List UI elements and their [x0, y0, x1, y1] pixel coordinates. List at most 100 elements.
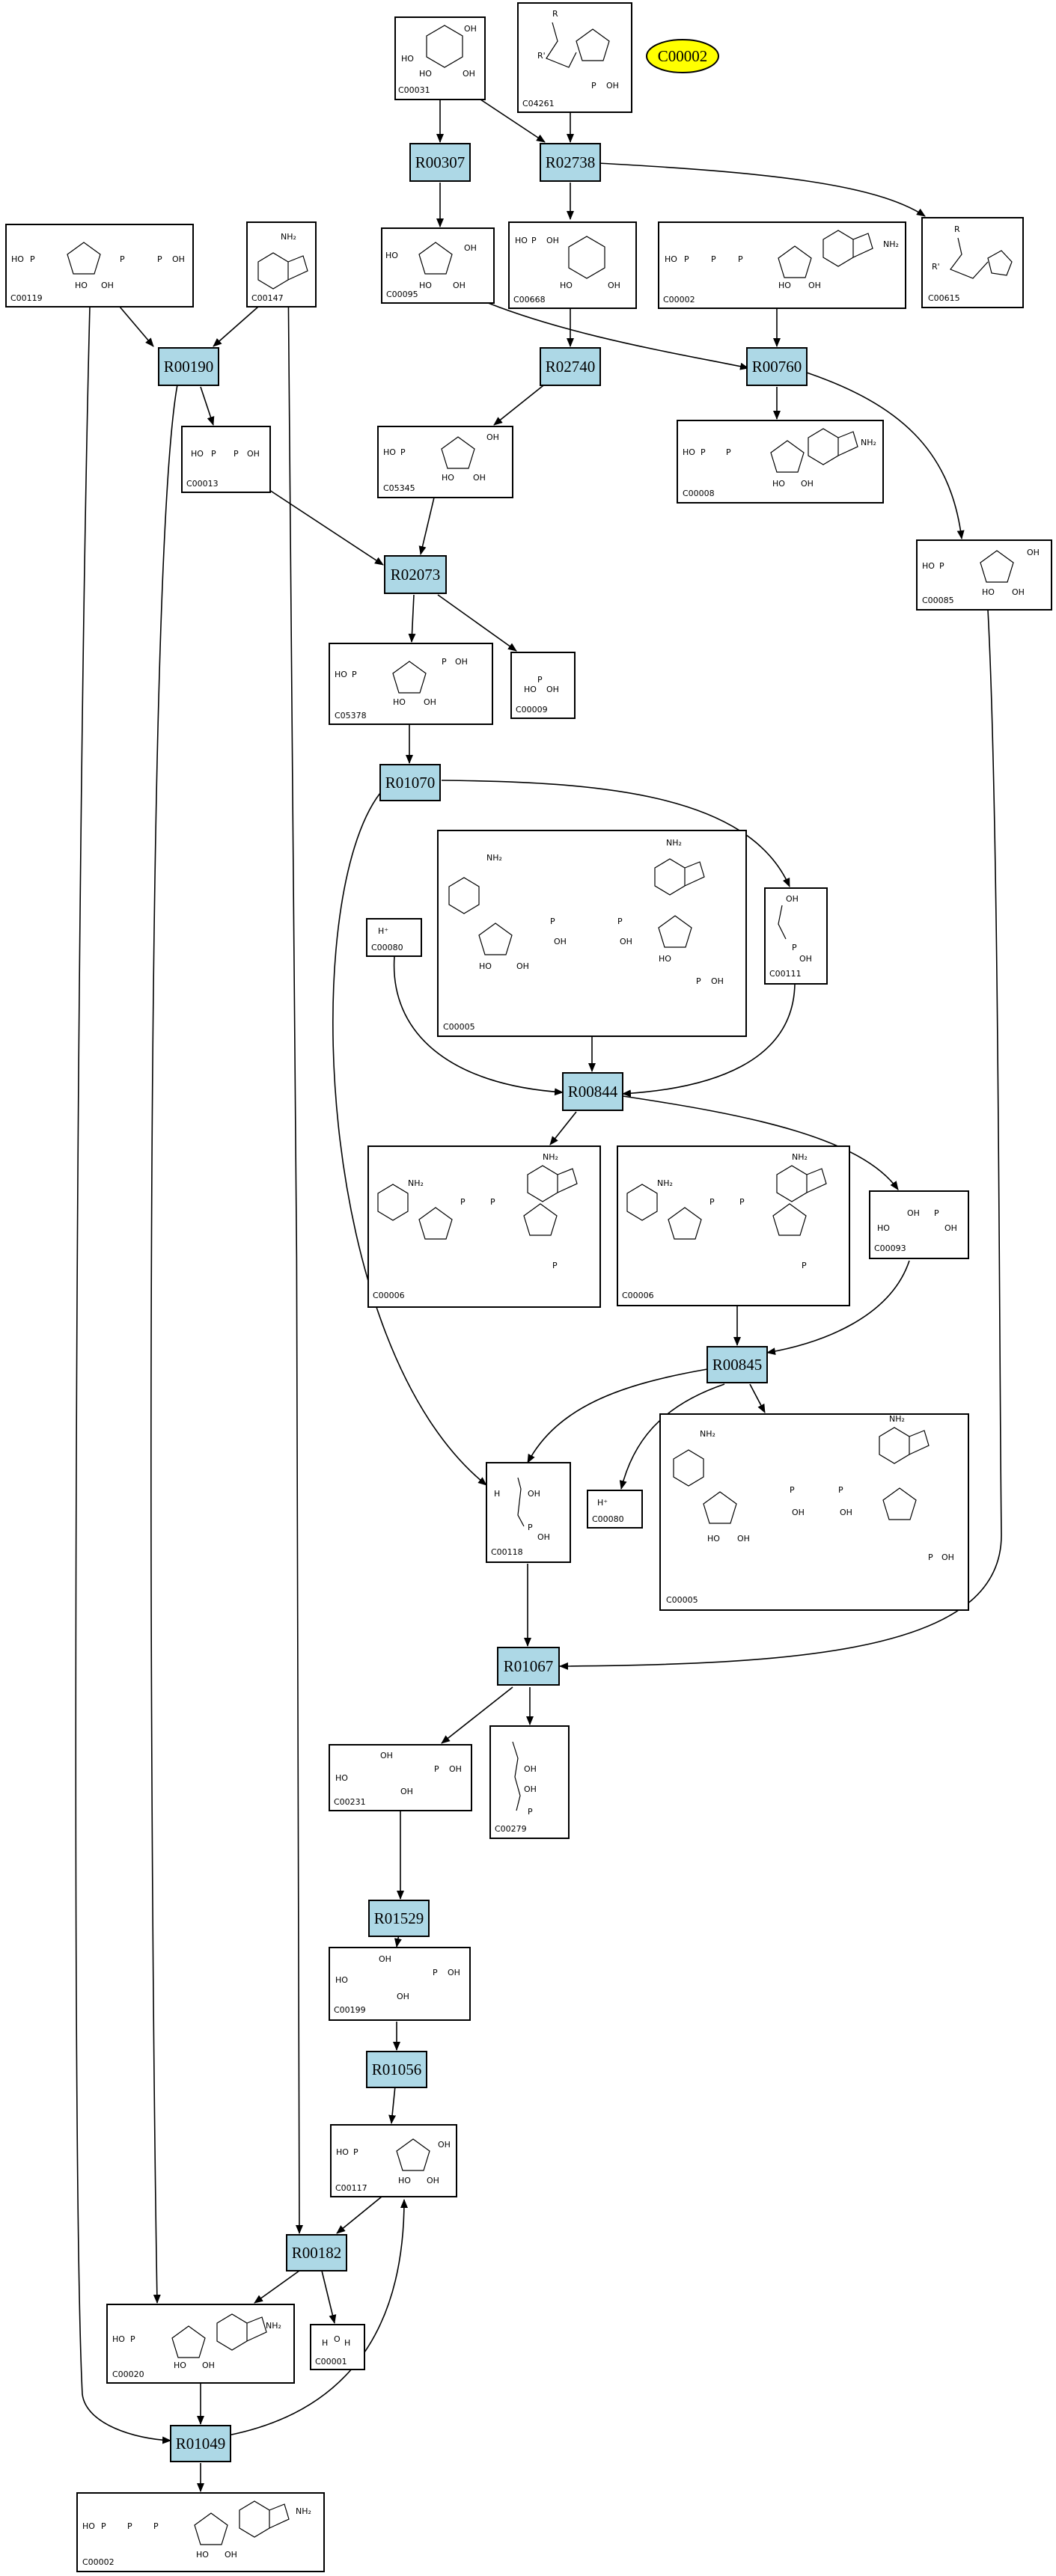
- compound-label: C00020: [112, 2370, 144, 2379]
- compound-c00031[interactable]: HO OH HO OH C00031: [394, 16, 486, 100]
- compound-c00020[interactable]: HO P NH₂ HO OH C00020: [106, 2304, 295, 2384]
- reaction-r01056[interactable]: R01056: [366, 2051, 427, 2088]
- edge-c00031-r02738: [471, 93, 546, 143]
- compound-c00002-bottom[interactable]: HO P P P NH₂ HO OH C00002: [76, 2492, 325, 2572]
- structure-atom-label: P: [838, 1485, 843, 1495]
- compound-c00006-left[interactable]: NH₂ P P NH₂ P C00006: [367, 1145, 601, 1308]
- compound-c00008[interactable]: HO P P NH₂ HO OH C00008: [677, 420, 884, 504]
- structure-atom-label: P: [696, 976, 701, 986]
- reaction-r02073[interactable]: R02073: [384, 555, 447, 594]
- structure-atom-label: HO: [982, 587, 995, 597]
- structure-atom-label: P: [130, 2334, 135, 2344]
- compound-label: C00013: [186, 479, 219, 489]
- structure-atom-label: P: [711, 254, 716, 264]
- compound-c05378[interactable]: HO P P OH HO OH C05378: [329, 643, 493, 725]
- structure-atom-label: P: [434, 1764, 439, 1774]
- compound-c05345[interactable]: HO P OH HO OH C05345: [377, 426, 513, 498]
- reaction-r00182[interactable]: R00182: [286, 2234, 347, 2271]
- reaction-label: R01049: [176, 2435, 226, 2453]
- compound-c00119[interactable]: HO P P P OH HO OH C00119: [5, 224, 194, 308]
- structure-atom-label: H: [494, 1489, 500, 1499]
- compound-c00085[interactable]: HO P OH HO OH C00085: [916, 539, 1052, 611]
- edge-r00190-c00013: [200, 386, 215, 426]
- compound-c00080-lower[interactable]: H⁺ C00080: [587, 1490, 643, 1529]
- structure-atom-label: OH: [528, 1489, 540, 1499]
- compound-label: C00095: [386, 290, 418, 299]
- compound-c00111[interactable]: OH P OH C00111: [764, 887, 828, 985]
- structure-atom-label: HO: [778, 281, 791, 290]
- reaction-r02740[interactable]: R02740: [540, 347, 601, 386]
- structure-atom-label: OH: [554, 937, 567, 946]
- edge-c00111-r00844: [622, 983, 796, 1098]
- structure-atom-label: HO: [82, 2521, 95, 2531]
- compound-label: C00118: [491, 1547, 523, 1557]
- compound-c00668[interactable]: HO P OH HO OH C00668: [508, 221, 637, 309]
- compound-c00615[interactable]: R R' C00615: [921, 217, 1024, 308]
- compound-c00093[interactable]: HO OH P OH C00093: [869, 1190, 969, 1259]
- edge-c00147-r00190: [213, 306, 259, 347]
- structure-atom-label: NH₂: [861, 438, 876, 447]
- reaction-label: R02738: [546, 153, 596, 171]
- structure-atom-label: HO: [665, 254, 677, 264]
- reaction-r01070[interactable]: R01070: [379, 764, 441, 801]
- structure-atom-label: OH: [546, 236, 559, 245]
- compound-c00006-right[interactable]: NH₂ P P NH₂ P C00006: [617, 1145, 850, 1306]
- reaction-r00845[interactable]: R00845: [706, 1346, 768, 1383]
- structure-atom-label: P: [528, 1807, 533, 1817]
- compound-c00002-top[interactable]: HO P P P NH₂ HO OH C00002: [658, 221, 906, 309]
- compound-c00199[interactable]: HO OH P OH OH C00199: [329, 1947, 471, 2021]
- reaction-r01049[interactable]: R01049: [170, 2425, 231, 2462]
- reaction-r02738[interactable]: R02738: [540, 143, 601, 182]
- reaction-label: R02073: [391, 566, 441, 584]
- compound-c00118[interactable]: H OH P OH C00118: [486, 1462, 571, 1563]
- structure-atom-label: NH₂: [657, 1178, 673, 1188]
- structure-atom-label: HO: [683, 447, 695, 457]
- structure-atom-label: HO: [560, 281, 573, 290]
- structure-atom-label: P: [400, 447, 406, 457]
- structure-atom-label: P: [738, 254, 743, 264]
- reaction-label: R00845: [712, 1356, 763, 1374]
- structure-atom-label: OH: [1027, 548, 1040, 557]
- structure-atom-label: OH: [944, 1223, 957, 1233]
- compound-label: C00085: [922, 596, 954, 605]
- compound-c00117[interactable]: HO P OH HO OH C00117: [330, 2124, 457, 2197]
- reaction-r00844[interactable]: R00844: [562, 1072, 623, 1111]
- highlight-label: C00002: [658, 47, 708, 65]
- compound-c00009[interactable]: P HO OH C00009: [510, 652, 576, 719]
- structure-atom-label: NH₂: [408, 1178, 424, 1188]
- compound-c00080-upper[interactable]: H⁺ C00080: [366, 918, 422, 957]
- compound-label: C00668: [513, 295, 546, 305]
- edge-r00844-c00006a: [549, 1111, 577, 1145]
- highlight-node-c00002[interactable]: C00002: [646, 39, 719, 73]
- structure-atom-label: P: [127, 2521, 132, 2531]
- compound-c04261[interactable]: R R' P OH C04261: [517, 2, 632, 113]
- structure-atom-label: R': [537, 51, 546, 61]
- compound-c00095[interactable]: HO OH HO OH C00095: [381, 227, 495, 304]
- compound-c00013[interactable]: HO P P OH C00013: [181, 426, 271, 493]
- structure-atom-label: P: [591, 81, 596, 91]
- structure-atom-label: HO: [442, 473, 454, 483]
- structure-atom-label: NH₂: [543, 1152, 558, 1162]
- structure-atom-label: HO: [11, 254, 24, 264]
- reaction-r00307[interactable]: R00307: [409, 143, 471, 182]
- compound-c00231[interactable]: HO OH P OH OH C00231: [329, 1744, 472, 1811]
- compound-c00005-lower[interactable]: NH₂ P P OH OH NH₂ HO OH P OH C00005: [659, 1413, 969, 1611]
- compound-c00279[interactable]: OH OH P C00279: [489, 1725, 570, 1839]
- compound-label: C00002: [82, 2557, 115, 2567]
- edge-r02073-c05378: [408, 594, 416, 643]
- compound-c00147[interactable]: NH₂ C00147: [246, 221, 317, 308]
- compound-c00005-upper[interactable]: NH₂ P P OH OH NH₂ HO OH HO P OH C00005: [437, 830, 747, 1037]
- reaction-r00190[interactable]: R00190: [158, 347, 219, 386]
- structure-atom-label: OH: [380, 1751, 393, 1760]
- edge-c00095-r00760: [478, 299, 749, 370]
- structure-atom-label: NH₂: [883, 239, 899, 249]
- compound-label: C00147: [251, 293, 284, 303]
- reaction-r00760[interactable]: R00760: [746, 347, 808, 386]
- compound-label: C00006: [622, 1291, 654, 1300]
- reaction-r01067[interactable]: R01067: [497, 1647, 560, 1686]
- edge-c00093-r00845: [766, 1260, 910, 1356]
- reaction-r01529[interactable]: R01529: [368, 1900, 430, 1937]
- structure-atom-label: H⁺: [597, 1498, 608, 1508]
- compound-c00001[interactable]: H O H C00001: [310, 2324, 365, 2370]
